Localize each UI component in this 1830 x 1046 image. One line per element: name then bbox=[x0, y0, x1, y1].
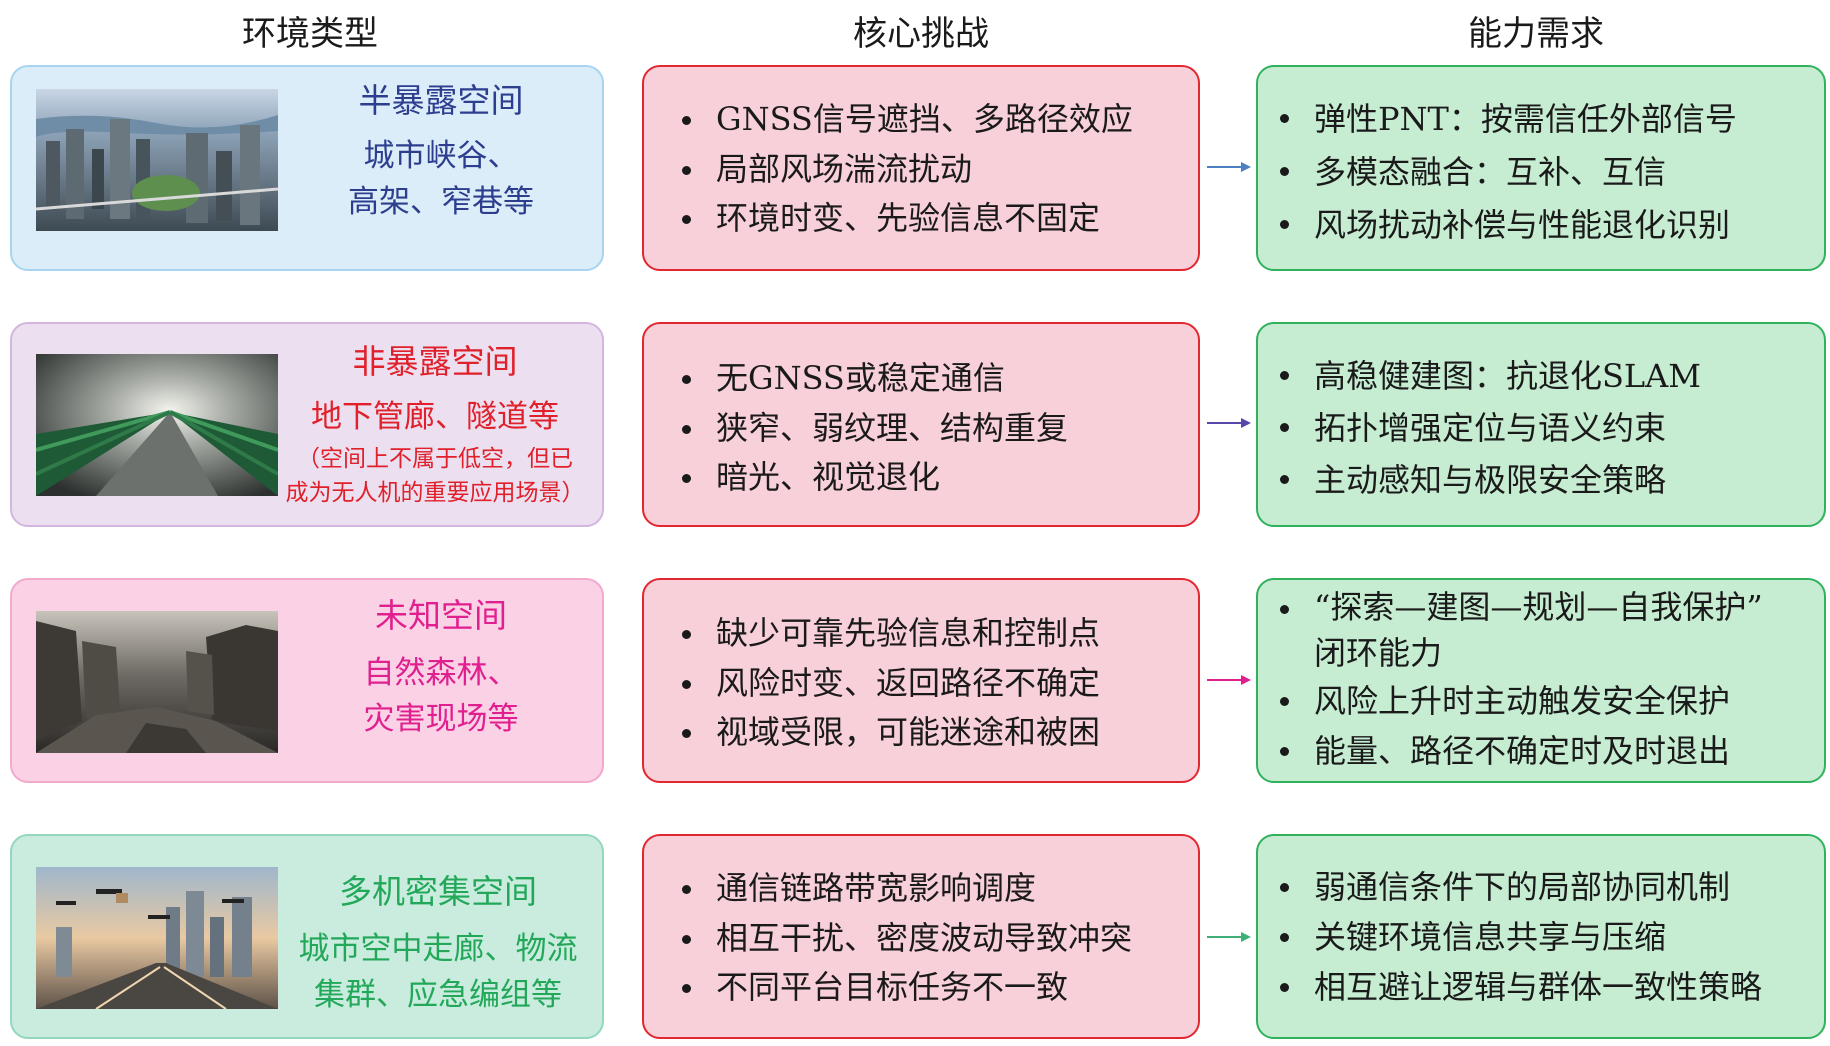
header-env-type: 环境类型 bbox=[242, 14, 378, 54]
env-box-multi-drone: 多机密集空间 城市空中走廊、物流 集群、应急编组等 bbox=[10, 834, 604, 1039]
env-description-line-1: 地下管廊、隧道等 bbox=[311, 399, 559, 435]
city-canyon-photo bbox=[36, 89, 278, 231]
env-description-line-2: 高架、窄巷等 bbox=[348, 184, 534, 220]
env-title: 未知空间 bbox=[375, 596, 507, 635]
challenge-box-semi-exposed: GNSS信号遮挡、多路径效应 局部风场湍流扰动 环境时变、先验信息不固定 bbox=[642, 65, 1200, 271]
challenge-item: 不同平台目标任务不一致 bbox=[674, 963, 1184, 1013]
capability-item: 关键环境信息共享与压缩 bbox=[1272, 912, 1810, 962]
env-box-semi-exposed: 半暴露空间 城市峡谷、 高架、窄巷等 bbox=[10, 65, 604, 271]
env-description-line-1: 自然森林、 bbox=[363, 655, 519, 691]
env-description-line-1: 城市峡谷、 bbox=[363, 138, 519, 174]
capability-item: 能量、路径不确定时及时退出 bbox=[1272, 726, 1810, 776]
capability-item: 弱通信条件下的局部协同机制 bbox=[1272, 862, 1810, 912]
capability-item-continuation: 闭环能力 bbox=[1314, 634, 1443, 672]
challenge-item: 相互干扰、密度波动导致冲突 bbox=[674, 914, 1184, 964]
challenge-item: 暗光、视觉退化 bbox=[674, 453, 1184, 503]
challenge-item: 环境时变、先验信息不固定 bbox=[674, 194, 1184, 244]
challenge-box-non-exposed: 无GNSS或稳定通信 狭窄、弱纹理、结构重复 暗光、视觉退化 bbox=[642, 322, 1200, 527]
challenge-item: 风险时变、返回路径不确定 bbox=[674, 659, 1184, 709]
capability-item: 风险上升时主动触发安全保护 bbox=[1272, 676, 1810, 726]
challenge-item: 无GNSS或稳定通信 bbox=[674, 354, 1184, 404]
capability-item: 弹性PNT：按需信任外部信号 bbox=[1272, 93, 1810, 146]
arrow-right-icon bbox=[1207, 161, 1251, 173]
env-description-line-1: 城市空中走廊、物流 bbox=[298, 931, 578, 967]
capability-item: 相互避让逻辑与群体一致性策略 bbox=[1272, 962, 1810, 1012]
capability-box-semi-exposed: 弹性PNT：按需信任外部信号 多模态融合：互补、互信 风场扰动补偿与性能退化识别 bbox=[1256, 65, 1826, 271]
env-title: 半暴露空间 bbox=[358, 81, 524, 120]
drone-swarm-photo bbox=[36, 867, 278, 1009]
env-note-line-2: 成为无人机的重要应用场景） bbox=[285, 480, 585, 506]
env-box-non-exposed: 非暴露空间 地下管廊、隧道等 （空间上不属于低空，但已 成为无人机的重要应用场景… bbox=[10, 322, 604, 527]
challenge-item: GNSS信号遮挡、多路径效应 bbox=[674, 95, 1184, 145]
disaster-scene-photo bbox=[36, 611, 278, 753]
challenge-item: 狭窄、弱纹理、结构重复 bbox=[674, 404, 1184, 454]
capability-box-unknown: “探索—建图—规划—自我保护”闭环能力 风险上升时主动触发安全保护 能量、路径不… bbox=[1256, 578, 1826, 783]
env-title: 多机密集空间 bbox=[339, 872, 537, 911]
challenge-item: 局部风场湍流扰动 bbox=[674, 145, 1184, 195]
capability-item: 高稳健建图：抗退化SLAM bbox=[1272, 350, 1810, 402]
env-description-line-2: 集群、应急编组等 bbox=[314, 977, 562, 1013]
challenge-box-unknown: 缺少可靠先验信息和控制点 风险时变、返回路径不确定 视域受限，可能迷途和被困 bbox=[642, 578, 1200, 783]
tunnel-photo bbox=[36, 354, 278, 496]
header-core-challenge: 核心挑战 bbox=[853, 14, 989, 54]
challenge-item: 通信链路带宽影响调度 bbox=[674, 864, 1184, 914]
capability-item: 主动感知与极限安全策略 bbox=[1272, 454, 1810, 506]
challenge-item: 视域受限，可能迷途和被困 bbox=[674, 708, 1184, 758]
capability-item: 风场扰动补偿与性能退化识别 bbox=[1272, 199, 1810, 252]
header-capability: 能力需求 bbox=[1468, 14, 1604, 54]
env-box-unknown: 未知空间 自然森林、 灾害现场等 bbox=[10, 578, 604, 783]
arrow-right-icon bbox=[1207, 931, 1251, 943]
capability-item: 多模态融合：互补、互信 bbox=[1272, 146, 1810, 199]
capability-item: “探索—建图—规划—自我保护”闭环能力 bbox=[1272, 584, 1810, 676]
arrow-right-icon bbox=[1207, 674, 1251, 686]
capability-item: 拓扑增强定位与语义约束 bbox=[1272, 402, 1810, 454]
challenge-item: 缺少可靠先验信息和控制点 bbox=[674, 609, 1184, 659]
capability-box-non-exposed: 高稳健建图：抗退化SLAM 拓扑增强定位与语义约束 主动感知与极限安全策略 bbox=[1256, 322, 1826, 527]
capability-box-multi-drone: 弱通信条件下的局部协同机制 关键环境信息共享与压缩 相互避让逻辑与群体一致性策略 bbox=[1256, 834, 1826, 1039]
env-title: 非暴露空间 bbox=[352, 342, 518, 381]
challenge-box-multi-drone: 通信链路带宽影响调度 相互干扰、密度波动导致冲突 不同平台目标任务不一致 bbox=[642, 834, 1200, 1039]
arrow-right-icon bbox=[1207, 417, 1251, 429]
env-note-line-1: （空间上不属于低空，但已 bbox=[297, 446, 573, 472]
env-description-line-2: 灾害现场等 bbox=[363, 701, 519, 737]
